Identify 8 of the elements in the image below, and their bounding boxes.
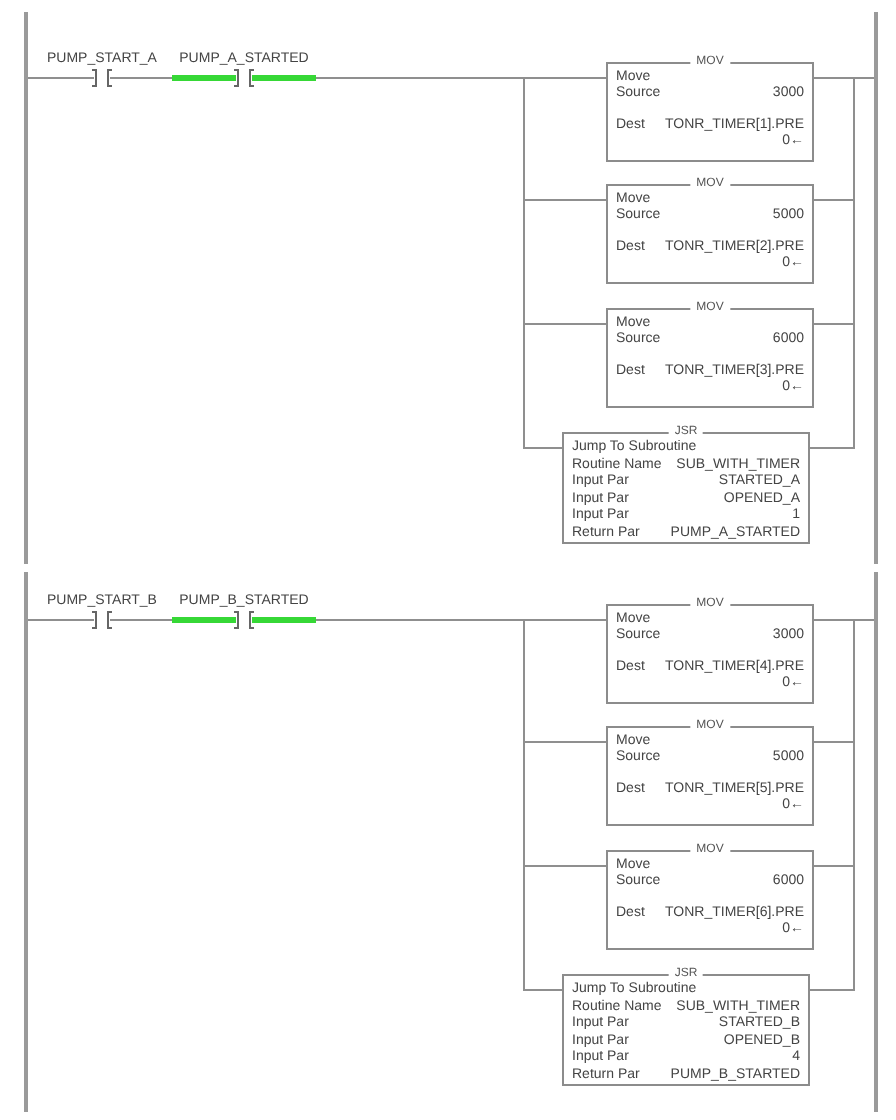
ladder-wire — [809, 77, 875, 449]
ladder-wire — [809, 619, 875, 991]
ladder-wire — [315, 77, 563, 449]
ladder-wire — [27, 619, 43, 621]
ladder-wire — [27, 77, 43, 79]
ladder-wire — [315, 619, 563, 991]
ladder-wire — [161, 77, 173, 79]
ladder-wire — [161, 619, 173, 621]
